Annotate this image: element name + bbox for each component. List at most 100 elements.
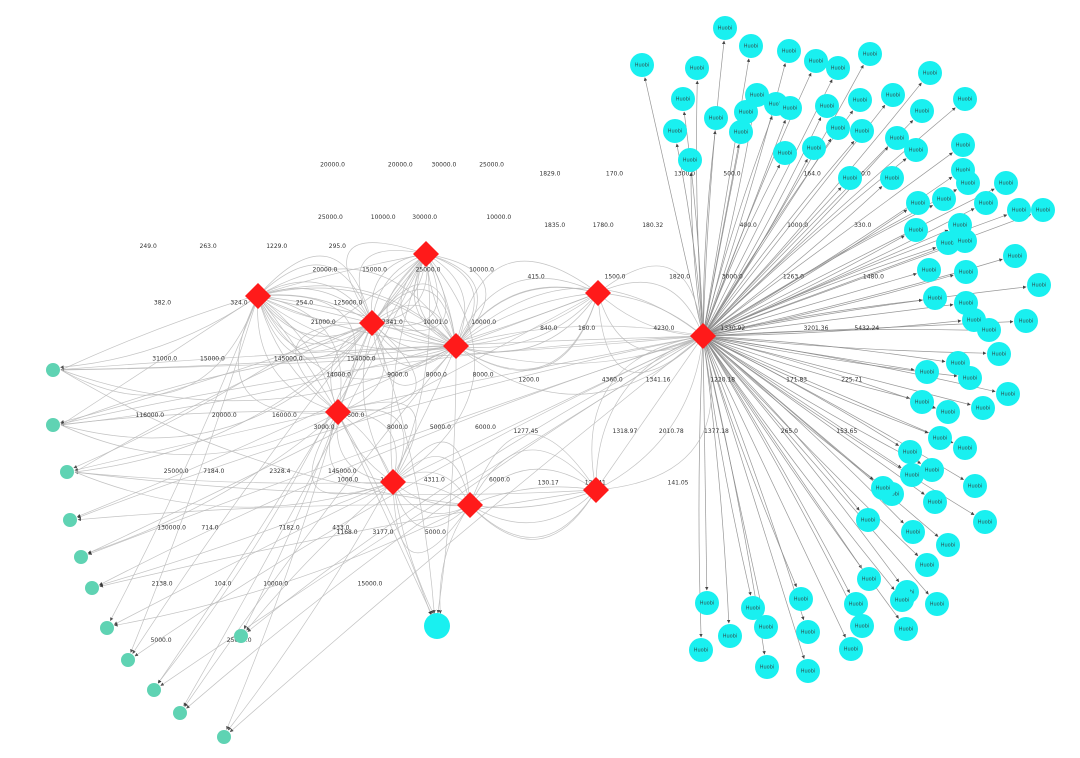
edge-weight-label: 1318.97: [613, 428, 638, 435]
exchange-node: Huobi: [894, 617, 918, 641]
exchange-node-circle: [971, 396, 995, 420]
edge-hub-to-hub: [362, 253, 427, 483]
exchange-node-circle: [953, 87, 977, 111]
edge-hub-to-hub: [257, 295, 339, 413]
exchange-node-circle: [917, 258, 941, 282]
edge-weight-label: 180.0: [854, 171, 871, 178]
exchange-node-label: Huobi: [967, 318, 982, 324]
exchange-node-circle: [880, 166, 904, 190]
edge-weight-label: 1300.0: [674, 171, 695, 178]
edge-to-deposit: [436, 345, 457, 614]
edge-hub-to-exchange: [643, 77, 704, 337]
edge-hub-to-exchange: [702, 335, 929, 434]
exchange-node-circle: [925, 592, 949, 616]
exchange-node: Huobi: [932, 187, 956, 211]
edge-hub-to-hub: [455, 287, 599, 347]
edge-hub-to-wallet: [60, 335, 704, 372]
edge-hub-to-hub: [257, 295, 373, 337]
hub-node: [245, 283, 271, 309]
exchange-node-circle: [987, 342, 1011, 366]
edge-to-deposit: [337, 411, 432, 615]
hub-node: [380, 469, 406, 495]
edge-hub-to-hub: [455, 292, 599, 347]
exchange-node: Huobi: [773, 141, 797, 165]
exchange-node-circle: [1027, 273, 1051, 297]
edge-weight-label: 16000.0: [272, 412, 297, 419]
edge-hub-to-exchange: [702, 187, 842, 337]
exchange-node-circle: [773, 141, 797, 165]
edge-weight-label: 5000.0: [425, 529, 446, 536]
edge-weight-label: 10000.0: [371, 214, 396, 221]
edge-weight-label: 4311.0: [424, 476, 445, 483]
edge-hub-to-hub: [257, 285, 457, 347]
edge-hub-to-exchange: [702, 335, 874, 480]
exchange-node: Huobi: [910, 390, 934, 414]
edge-hub-to-exchange: [702, 79, 833, 337]
edge-weight-label: 1829.0: [539, 171, 560, 178]
edge-hub-to-hub: [469, 489, 597, 509]
edge-hub-to-hub: [597, 292, 704, 337]
edge-weight-label: 20000.0: [320, 161, 345, 168]
wallet-node: [147, 683, 161, 697]
edge-hub-to-hub: [455, 292, 599, 353]
wallet-node: [217, 730, 231, 744]
exchange-node-circle: [1031, 198, 1055, 222]
exchange-node-circle: [904, 218, 928, 242]
edge-hub-to-wallet: [74, 335, 704, 472]
edge-weight-label: 25000.0: [164, 468, 189, 475]
wallet-node-circle: [100, 621, 114, 635]
exchange-node-label: Huobi: [999, 181, 1014, 187]
edge-hub-to-hub: [257, 287, 457, 347]
exchange-node-circle: [754, 615, 778, 639]
edge-hub-to-wallet: [60, 295, 259, 396]
edge-weight-label: 4360.0: [602, 376, 623, 383]
exchange-node-circle: [1003, 244, 1027, 268]
edge-hub-to-hub: [386, 253, 457, 347]
exchange-node: Huobi: [755, 655, 779, 679]
edge-hub-to-wallet: [87, 411, 339, 554]
edge-weight-label: 7184.0: [203, 468, 224, 475]
exchange-node: Huobi: [871, 476, 895, 500]
exchange-node-label: Huobi: [1012, 208, 1027, 214]
exchange-node: Huobi: [850, 614, 874, 638]
edge-weight-label: 714.0: [201, 524, 218, 531]
edge-hub-to-hub: [469, 433, 597, 506]
exchange-node-circle: [910, 390, 934, 414]
exchange-node-label: Huobi: [941, 410, 956, 416]
exchange-node-circle: [804, 49, 828, 73]
edge-weight-label: 10001.0: [423, 319, 448, 326]
exchange-node-label: Huobi: [694, 648, 709, 654]
edge-hub-to-exchange: [702, 335, 752, 596]
edge-hub-to-wallet: [73, 253, 427, 469]
edge-hub-to-hub: [595, 335, 704, 491]
edge-hub-to-hub: [469, 489, 597, 523]
exchange-node-label: Huobi: [794, 597, 809, 603]
edge-weight-label: 180.32: [642, 222, 663, 229]
edge-hub-to-hub: [469, 489, 597, 540]
exchange-node: Huobi: [958, 366, 982, 390]
edge-weight-label: 6000.0: [475, 424, 496, 431]
hub-node: [457, 492, 483, 518]
exchange-node: Huobi: [936, 400, 960, 424]
edge-hub-to-hub: [257, 295, 373, 359]
exchange-node: Huobi: [881, 83, 905, 107]
exchange-node-label: Huobi: [783, 106, 798, 112]
exchange-node: Huobi: [898, 440, 922, 464]
edge-weight-label: 141.05: [668, 479, 689, 486]
hub-node: [359, 310, 385, 336]
exchange-node-label: Huobi: [953, 223, 968, 229]
edge-weight-label: 25000.0: [416, 266, 441, 273]
exchange-node-label: Huobi: [909, 148, 924, 154]
exchange-node-label: Huobi: [807, 146, 822, 152]
edge-weight-label: 8000.0: [473, 371, 494, 378]
exchange-node-label: Huobi: [978, 520, 993, 526]
edge-hub-to-hub: [455, 335, 704, 364]
exchange-node: Huobi: [848, 88, 872, 112]
exchange-node-label: Huobi: [933, 436, 948, 442]
wallet-node: [46, 418, 60, 432]
exchange-node: Huobi: [754, 615, 778, 639]
edge-hub-to-hub: [595, 335, 704, 491]
edge-weight-label: 3000.0: [722, 274, 743, 281]
exchange-node-circle: [663, 119, 687, 143]
